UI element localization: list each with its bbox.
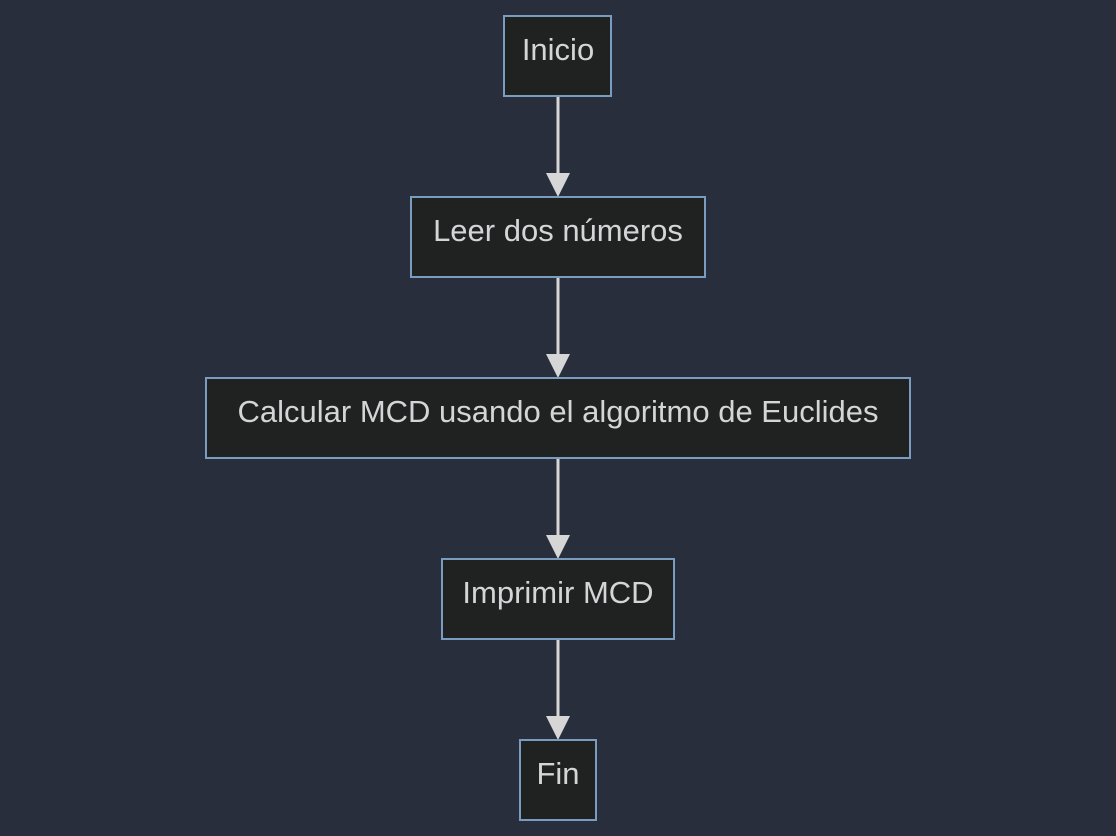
arrowhead-icon — [546, 535, 570, 559]
node-inicio: Inicio — [503, 15, 612, 97]
node-calcular-mcd: Calcular MCD usando el algoritmo de Eucl… — [205, 377, 911, 459]
node-label: Leer dos números — [433, 213, 683, 248]
node-label: Imprimir MCD — [462, 575, 653, 610]
edge-arrow — [546, 277, 570, 378]
node-leer-dos-numeros: Leer dos números — [410, 196, 706, 278]
arrowhead-icon — [546, 716, 570, 740]
node-label: Fin — [536, 756, 579, 791]
edge-arrow — [546, 96, 570, 197]
node-label: Calcular MCD usando el algoritmo de Eucl… — [238, 394, 879, 429]
edge-arrow — [546, 639, 570, 740]
arrowhead-icon — [546, 173, 570, 197]
node-label: Inicio — [522, 32, 594, 67]
node-fin: Fin — [519, 739, 597, 821]
arrowhead-icon — [546, 354, 570, 378]
node-imprimir-mcd: Imprimir MCD — [441, 558, 675, 640]
edges-layer — [546, 96, 570, 740]
edge-arrow — [546, 458, 570, 559]
